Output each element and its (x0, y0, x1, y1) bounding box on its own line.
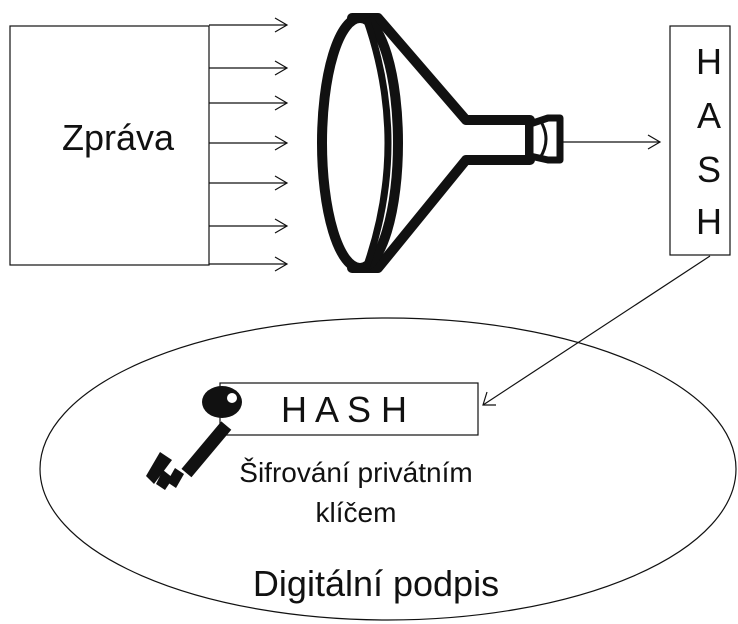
funnel-icon (317, 13, 564, 273)
signature-ellipse (39, 317, 737, 621)
key-icon (146, 386, 242, 490)
input-arrow (209, 218, 289, 234)
input-arrow (209, 17, 289, 33)
hash-letter: A (697, 95, 721, 136)
output-arrow (562, 134, 662, 150)
input-arrow (209, 175, 289, 191)
input-arrows (209, 17, 289, 272)
hash-letter: S (697, 149, 721, 190)
input-arrow (209, 95, 289, 111)
hash-letter: H (696, 201, 722, 242)
message-box (9, 25, 210, 266)
encryption-label-line2: klíčem (316, 497, 397, 528)
message-label: Zpráva (62, 117, 175, 158)
hash-box (669, 25, 731, 256)
encryption-label-line1: Šifrování privátním (239, 457, 472, 488)
hash-to-signature-arrow (482, 255, 711, 406)
signature-hash-label: H A S H (281, 389, 407, 430)
input-arrow (209, 60, 289, 76)
input-arrow (209, 256, 289, 272)
signature-title: Digitální podpis (253, 563, 499, 604)
input-arrow (209, 135, 289, 151)
hash-letter: H (696, 41, 722, 82)
